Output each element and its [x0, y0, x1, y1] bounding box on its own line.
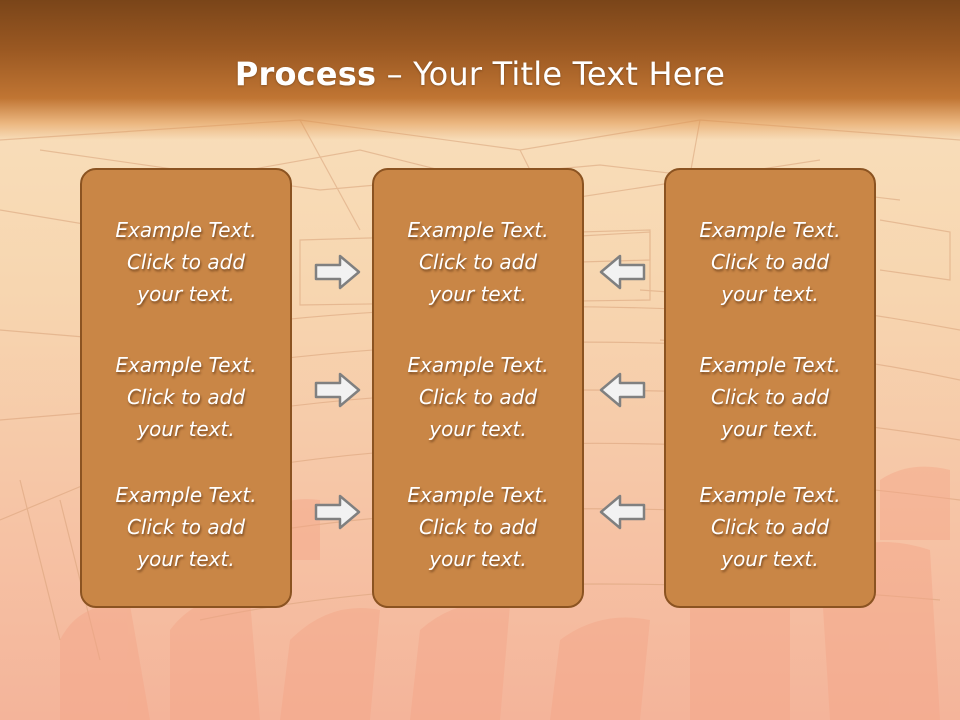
panel-center[interactable]: Example Text. Click to add your text. Ex… — [372, 168, 584, 608]
text-block[interactable]: Example Text. Click to add your text. — [666, 349, 874, 445]
text-line: your text. — [137, 417, 235, 441]
text-line: your text. — [429, 417, 527, 441]
text-line: Click to add — [710, 385, 830, 409]
text-line: Example Text. — [407, 353, 549, 377]
text-line: Example Text. — [115, 483, 257, 507]
left-arrow-icon — [599, 494, 646, 530]
panel-right[interactable]: Example Text. Click to add your text. Ex… — [664, 168, 876, 608]
text-line: your text. — [721, 547, 819, 571]
text-line: Click to add — [126, 250, 246, 274]
title-bar — [0, 0, 960, 140]
text-block[interactable]: Example Text. Click to add your text. — [374, 479, 582, 575]
text-block[interactable]: Example Text. Click to add your text. — [82, 479, 290, 575]
text-line: Click to add — [710, 515, 830, 539]
text-line: your text. — [429, 282, 527, 306]
text-line: your text. — [429, 547, 527, 571]
panel-left[interactable]: Example Text. Click to add your text. Ex… — [80, 168, 292, 608]
text-line: Click to add — [126, 385, 246, 409]
right-arrow-icon — [314, 494, 361, 530]
slide-title[interactable]: Process – Your Title Text Here — [0, 52, 960, 96]
text-line: your text. — [137, 547, 235, 571]
text-line: Click to add — [126, 515, 246, 539]
left-arrow-icon — [599, 372, 646, 408]
text-line: Click to add — [710, 250, 830, 274]
text-line: Example Text. — [407, 218, 549, 242]
text-line: Example Text. — [407, 483, 549, 507]
text-block[interactable]: Example Text. Click to add your text. — [374, 349, 582, 445]
text-block[interactable]: Example Text. Click to add your text. — [666, 479, 874, 575]
text-line: your text. — [721, 417, 819, 441]
text-line: Click to add — [418, 385, 538, 409]
text-block[interactable]: Example Text. Click to add your text. — [82, 349, 290, 445]
text-line: Click to add — [418, 515, 538, 539]
text-block[interactable]: Example Text. Click to add your text. — [666, 214, 874, 310]
right-arrow-icon — [314, 372, 361, 408]
left-arrow-icon — [599, 254, 646, 290]
text-line: your text. — [721, 282, 819, 306]
text-line: Example Text. — [699, 483, 841, 507]
text-line: Example Text. — [115, 353, 257, 377]
text-line: Example Text. — [115, 218, 257, 242]
text-block[interactable]: Example Text. Click to add your text. — [374, 214, 582, 310]
title-bold-text: Process — [234, 55, 377, 93]
right-arrow-icon — [314, 254, 361, 290]
text-line: Example Text. — [699, 218, 841, 242]
text-line: Click to add — [418, 250, 538, 274]
title-rest-text: – Your Title Text Here — [376, 55, 726, 93]
text-block[interactable]: Example Text. Click to add your text. — [82, 214, 290, 310]
text-line: Example Text. — [699, 353, 841, 377]
text-line: your text. — [137, 282, 235, 306]
